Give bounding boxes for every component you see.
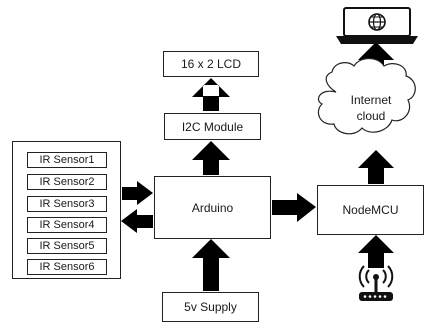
arrow-arduino-to-nodemcu bbox=[297, 193, 316, 222]
arrow-arduino-to-nodemcu-shaft bbox=[272, 200, 298, 215]
arrow-arduino-to-i2c-shaft bbox=[203, 159, 219, 175]
ir-sensor-4: IR Sensor4 bbox=[27, 217, 107, 233]
ir-sensor-3: IR Sensor3 bbox=[27, 196, 107, 212]
arrow-i2c-to-lcd bbox=[192, 78, 230, 97]
internet-cloud-shape bbox=[317, 57, 416, 135]
arrow-supply-to-arduino-shaft bbox=[203, 257, 219, 291]
ir-sensor-6: IR Sensor6 bbox=[27, 259, 107, 275]
arrow-sensors-to-arduino-shaft bbox=[122, 187, 138, 200]
arrow-supply-to-arduino bbox=[192, 239, 230, 258]
ir-sensor-2: IR Sensor2 bbox=[27, 174, 107, 190]
ir-sensor-5: IR Sensor5 bbox=[27, 238, 107, 254]
arrow-arduino-to-sensors-shaft bbox=[136, 215, 153, 228]
i2c-module-block: I2C Module bbox=[164, 113, 261, 140]
arrow-cloud-to-laptop bbox=[358, 42, 394, 60]
nodemcu-block: NodeMCU bbox=[317, 185, 424, 235]
cloud-label-line1: Internet bbox=[350, 93, 392, 107]
arrow-nodemcu-to-cloud bbox=[358, 150, 394, 168]
arrow-router-to-nodemcu bbox=[358, 235, 394, 253]
arrow-sensors-to-arduino bbox=[137, 181, 153, 205]
arduino-block: Arduino bbox=[154, 176, 271, 239]
cloud-label-line2: cloud bbox=[356, 109, 386, 123]
arrow-arduino-to-i2c bbox=[192, 141, 230, 160]
wifi-router-icon bbox=[358, 265, 394, 301]
arrow-arduino-to-sensors bbox=[121, 209, 137, 233]
arrow-nodemcu-to-cloud-shaft bbox=[368, 167, 384, 184]
supply-block: 5v Supply bbox=[162, 292, 259, 322]
internet-cloud-label: Internet cloud bbox=[336, 92, 406, 124]
lcd-block: 16 x 2 LCD bbox=[163, 51, 259, 77]
laptop-globe-icon bbox=[336, 7, 418, 44]
arrow-i2c-to-lcd-shaft bbox=[203, 96, 219, 111]
arrow-router-to-nodemcu-shaft bbox=[368, 252, 384, 268]
ir-sensor-1: IR Sensor1 bbox=[27, 152, 107, 168]
